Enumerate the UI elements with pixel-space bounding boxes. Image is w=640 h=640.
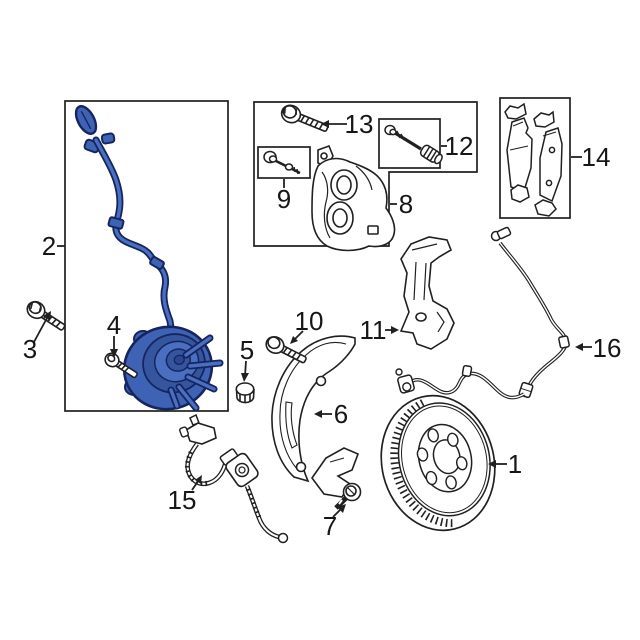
cap-5-drawing xyxy=(235,382,255,404)
callout-boxes xyxy=(64,97,571,412)
callout-9: 9 xyxy=(277,184,291,214)
callout-numbers: 1 2 3 4 5 6 7 8 9 10 11 12 13 14 15 16 xyxy=(23,109,622,541)
callout-15: 15 xyxy=(168,485,197,515)
box-part-2 xyxy=(64,100,229,412)
callout-3: 3 xyxy=(23,334,37,364)
bolt-13-drawing xyxy=(280,104,329,132)
callout-leaders xyxy=(33,120,592,518)
bolt-7-drawing xyxy=(334,482,362,510)
abs-wire-16-drawing xyxy=(395,226,570,400)
callout-7: 7 xyxy=(323,511,337,541)
callout-11: 11 xyxy=(360,315,387,345)
callout-16: 16 xyxy=(593,333,622,363)
wheel-hub-assembly-drawing xyxy=(74,105,224,412)
caliper-8-drawing xyxy=(311,144,396,252)
box-part-12 xyxy=(378,118,441,169)
bolt-10-drawing xyxy=(265,335,307,364)
brake-hose-15-drawing xyxy=(179,413,289,544)
callout-14: 14 xyxy=(582,142,611,172)
bleeder-9-drawing xyxy=(263,150,301,175)
callout-10: 10 xyxy=(295,306,324,336)
brake-pads-14-drawing xyxy=(504,102,563,217)
bracket-11-drawing xyxy=(399,236,455,350)
box-part-9 xyxy=(257,146,311,179)
callout-5: 5 xyxy=(240,335,254,365)
rotor-lug-holes xyxy=(416,428,468,490)
callout-2: 2 xyxy=(42,231,56,261)
callout-1: 1 xyxy=(508,449,522,479)
rotor-1-drawing xyxy=(380,394,496,532)
box-part-14 xyxy=(499,97,571,219)
callout-13: 13 xyxy=(345,109,374,139)
callout-12: 12 xyxy=(445,131,474,161)
callout-6: 6 xyxy=(334,399,348,429)
stud-4-drawing xyxy=(104,352,138,379)
box-part-8 xyxy=(253,101,478,247)
hub-studs xyxy=(167,334,224,412)
bolt-3-drawing xyxy=(26,300,66,331)
callout-4: 4 xyxy=(107,310,121,340)
callout-8: 8 xyxy=(399,189,413,219)
guide-pin-12-drawing xyxy=(384,124,443,165)
